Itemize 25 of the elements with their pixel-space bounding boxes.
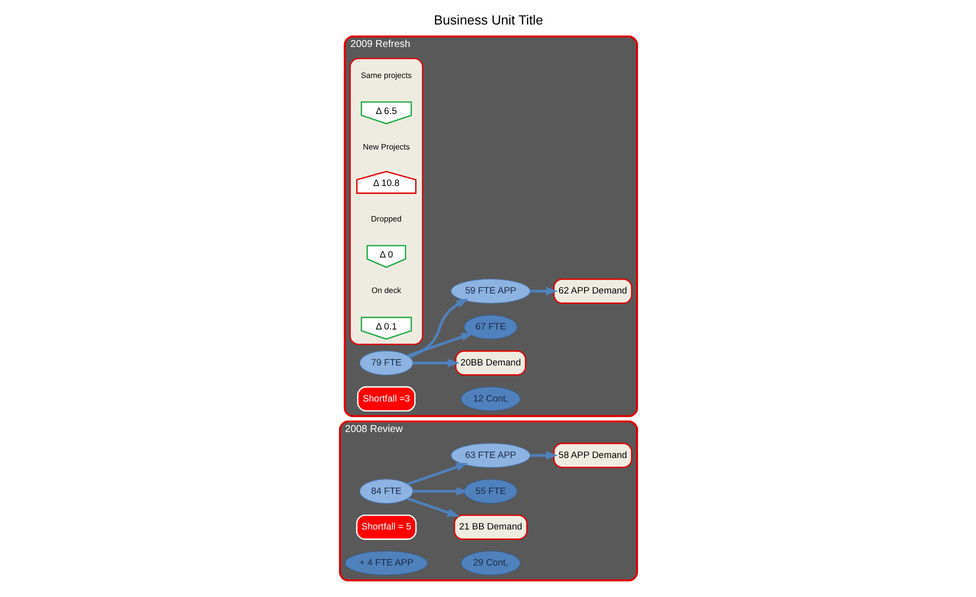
node-box: Shortfall =3 — [356, 386, 416, 412]
arrow — [406, 463, 468, 486]
arrow — [530, 286, 558, 296]
node-ellipse: 12 Cont, — [460, 386, 520, 412]
arrow — [412, 358, 460, 368]
arrow — [412, 487, 468, 496]
node-box: Shortfall = 5 — [356, 514, 416, 540]
node-box: 58 APP Demand — [552, 442, 632, 468]
node-box: 21 BB Demand — [453, 514, 528, 540]
node-ellipse: 59 FTE APP — [450, 278, 530, 304]
node-box: 62 APP Demand — [552, 278, 632, 304]
node-ellipse: 84 FTE — [359, 479, 413, 504]
arrow — [530, 451, 558, 460]
arrow — [408, 298, 468, 358]
node-ellipse: + 4 FTE APP — [344, 550, 428, 576]
node-ellipse: 55 FTE — [463, 479, 517, 504]
diagram-title: Business Unit Title — [433, 12, 543, 28]
node-ellipse: 79 FTE — [359, 350, 413, 376]
node-ellipse: 63 FTE APP — [450, 443, 530, 468]
node-box: 20BB Demand — [454, 350, 526, 376]
arrow — [406, 497, 459, 517]
node-ellipse: 29 Cont, — [460, 550, 520, 576]
cluster — [348, 58, 423, 346]
arrow — [406, 332, 473, 358]
node-ellipse: 67 FTE — [463, 314, 517, 340]
